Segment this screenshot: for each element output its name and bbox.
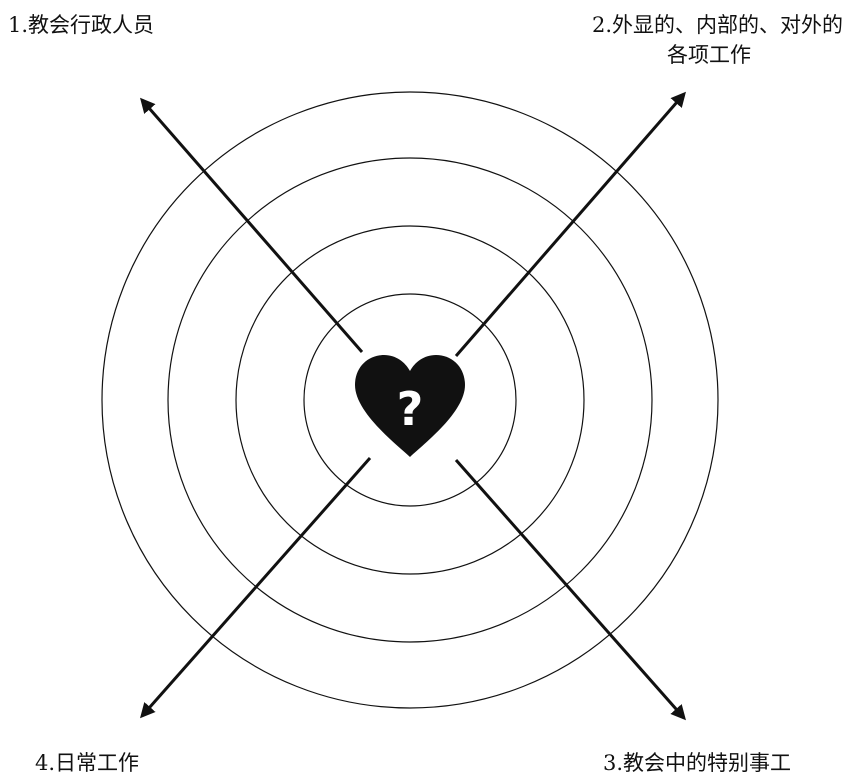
ring-outer bbox=[101, 91, 719, 709]
heart-question-icon: ? bbox=[355, 355, 465, 457]
label-top-right-line1: 2.外显的、内部的、对外的 bbox=[591, 13, 843, 37]
direction-arrows bbox=[140, 91, 686, 721]
arrow-bottom-right bbox=[454, 459, 686, 721]
label-top-right-line2: 各项工作 bbox=[667, 43, 751, 67]
concentric-rings bbox=[101, 91, 719, 709]
ring-third bbox=[167, 157, 653, 643]
label-top-left: 1.教会行政人员 bbox=[8, 13, 155, 37]
label-top-right: 2.外显的、内部的、对外的 各项工作 bbox=[592, 10, 843, 70]
label-bottom-right: 3.教会中的特别事工 bbox=[602, 751, 791, 775]
label-bottom-left: 4.日常工作 bbox=[35, 751, 140, 775]
arrow-bottom-left bbox=[140, 457, 372, 719]
ring-second bbox=[235, 225, 585, 575]
ring-inner bbox=[303, 293, 517, 507]
arrow-top-left bbox=[140, 97, 364, 353]
question-mark: ? bbox=[397, 382, 424, 436]
arrow-top-right bbox=[454, 91, 686, 357]
